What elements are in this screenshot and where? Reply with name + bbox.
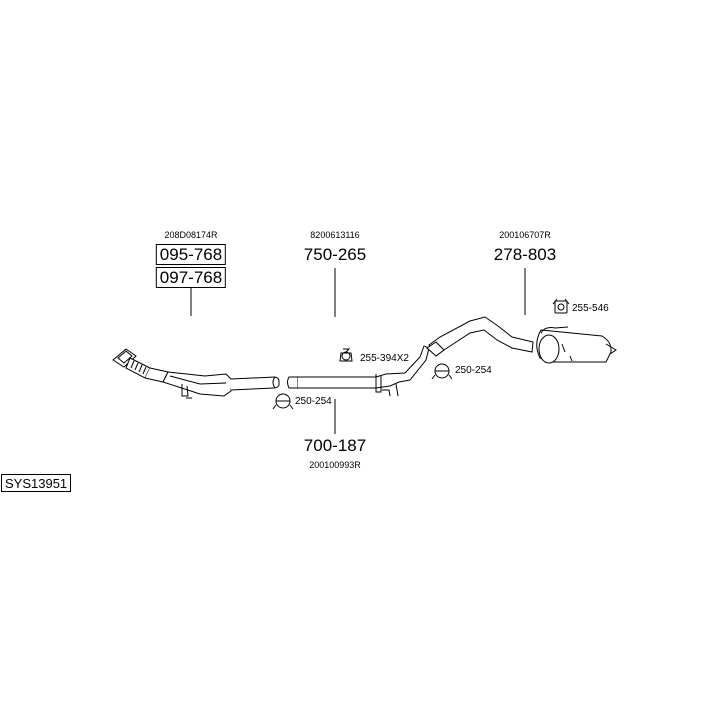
oe-number-rear-silencer: 200106707R — [499, 230, 551, 240]
accessory-clamp-right[interactable]: 250-254 — [455, 365, 492, 376]
rubber-mount-icon — [339, 348, 353, 362]
accessory-rubber-mount-mid[interactable]: 255-394X2 — [360, 353, 409, 364]
accessory-clamp-left[interactable]: 250-254 — [295, 396, 332, 407]
part-number-front-pipe-1[interactable]: 095-768 — [155, 244, 227, 265]
system-id-label: SYS13951 — [1, 474, 72, 492]
part-number-rear-silencer[interactable]: 278-803 — [493, 245, 557, 264]
part-number-middle-pipe-b[interactable]: 700-187 — [303, 436, 367, 455]
clamp-icon — [272, 393, 294, 410]
accessory-rubber-mount-rear[interactable]: 255-546 — [572, 303, 609, 314]
rear-silencer-drawing — [426, 316, 617, 364]
oe-number-middle-pipe-a: 8200613116 — [310, 230, 360, 240]
oe-number-middle-pipe-b: 200100993R — [309, 460, 361, 470]
part-number-middle-pipe-a[interactable]: 750-265 — [303, 245, 367, 264]
rubber-mount-icon — [552, 298, 570, 314]
clamp-icon — [431, 363, 453, 380]
oe-number-front-pipe: 208D08174R — [164, 230, 218, 240]
part-number-front-pipe-2[interactable]: 097-768 — [155, 267, 227, 288]
front-pipe-drawing — [112, 348, 280, 399]
